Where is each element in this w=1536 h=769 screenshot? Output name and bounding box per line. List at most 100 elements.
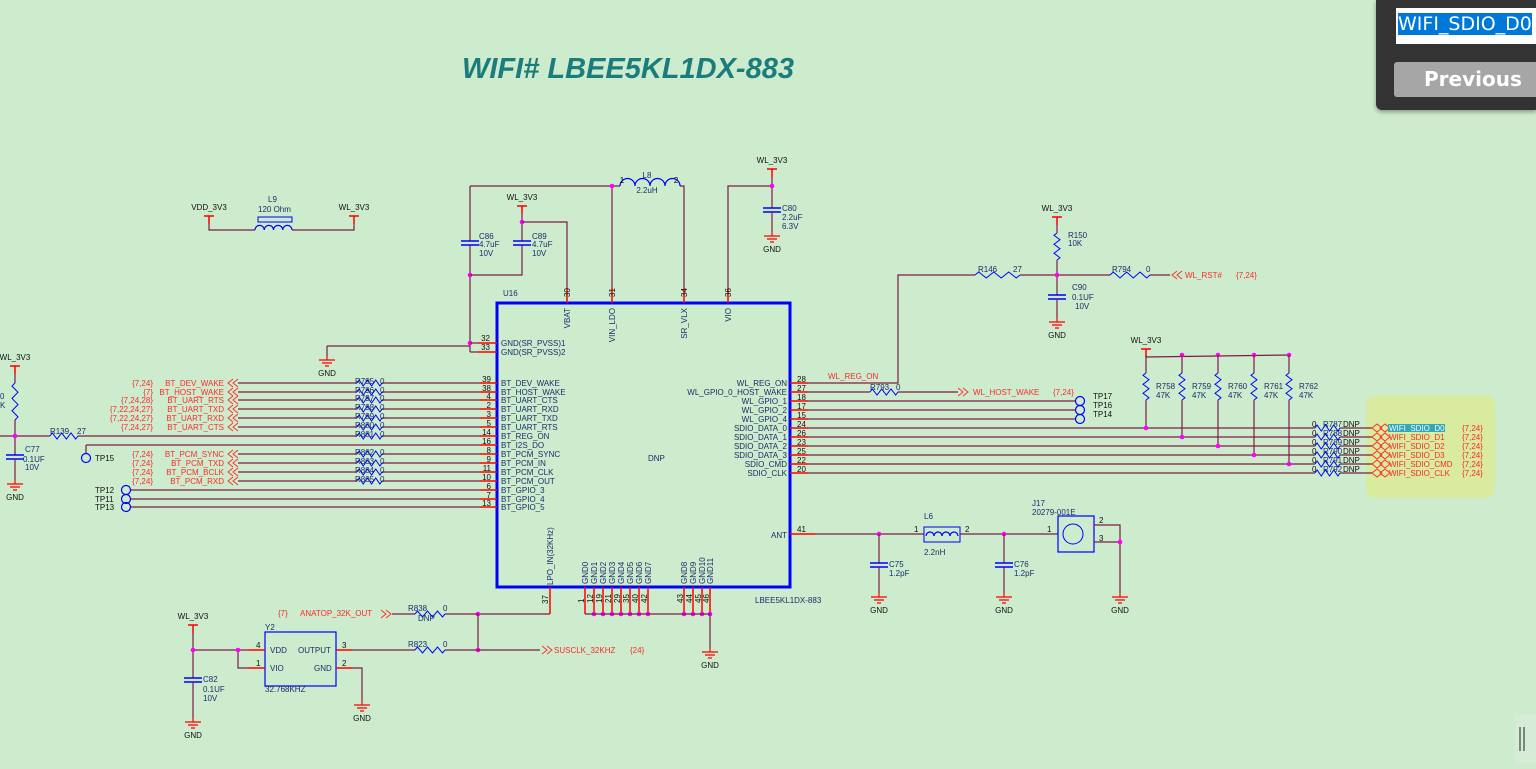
gnd-label: GND [6, 493, 24, 502]
coax-icon [1062, 523, 1084, 545]
wire [237, 650, 248, 669]
resistor-ref: R788 [1323, 429, 1343, 438]
pin-number: 1 [256, 659, 261, 668]
pin-name: SDIO_DATA_2 [734, 442, 788, 451]
l8-ref: L8 [643, 171, 652, 180]
pin-name: SDIO_DATA_1 [734, 433, 788, 442]
pin-number: 24 [797, 420, 806, 429]
resistor-value: 0 [380, 394, 385, 403]
pin-name: GND6 [635, 561, 644, 584]
search-match-highlight [1388, 424, 1445, 432]
resistor-symbol [356, 423, 383, 431]
pin-number: 2 [674, 176, 679, 185]
pin-number: 15 [797, 411, 806, 420]
gnd-label: GND [318, 369, 336, 378]
gnd-label: GND [1111, 606, 1129, 615]
resistor-symbol [1314, 469, 1341, 477]
resistor-symbol [1178, 372, 1186, 401]
pin-name: BT_PCM_IN [501, 459, 546, 468]
port-arrow-icon [541, 645, 553, 655]
resize-grip[interactable] [1515, 715, 1536, 763]
resistor-symbol [1314, 424, 1341, 432]
label-parts-c77-volt: 10V [25, 463, 40, 472]
wire [1094, 524, 1121, 593]
pin-name: GND3 [608, 561, 617, 584]
pin-name: GND1 [590, 561, 599, 584]
junction-dot [609, 183, 615, 189]
pin-number: 33 [481, 343, 490, 352]
port-arrow-icon [227, 404, 239, 414]
pin-name: BT_PCM_OUT [501, 477, 555, 486]
net-label: BT_PCM_BCLK [166, 468, 224, 477]
net-label: BT_UART_RTS [167, 396, 224, 405]
pin-name: WL_GPIO_0_HOST_WAKE [687, 388, 787, 397]
pin-number: 43 [676, 594, 685, 603]
resistor-symbol [356, 379, 383, 387]
ground-icon [319, 359, 335, 367]
resistor-ref: R790 [1323, 447, 1343, 456]
port-arrow-icon [1171, 270, 1183, 280]
junction-dot [190, 647, 196, 653]
gnd-label: GND [1048, 331, 1066, 340]
label-parts-r794-ref: R794 [1112, 265, 1132, 274]
label-parts-left_res-unit: K [0, 401, 6, 410]
label-parts-c80-volt: 6.3V [782, 222, 799, 231]
search-input[interactable]: WIFI_SDIO_D0 [1396, 8, 1536, 44]
pin-name: GND(SR_PVSS)1 [501, 339, 566, 348]
pin-name: BT_GPIO_4 [501, 495, 545, 504]
resistor-value: 0 [380, 377, 385, 386]
previous-button[interactable]: Previous [1394, 62, 1536, 97]
test-point-label: TP13 [95, 503, 115, 512]
pin-number: 29 [613, 594, 622, 603]
pin-name: GND7 [644, 561, 653, 584]
gnd-label: GND [701, 661, 719, 670]
pin-number: 28 [797, 375, 806, 384]
resistor-value: 0 [1312, 447, 1317, 456]
pin-name: ANT [771, 531, 787, 540]
label-parts-c86-volt: 10V [479, 249, 494, 258]
net-label: BT_UART_RXD [166, 414, 224, 423]
label-parts-c82-volt: 10V [203, 694, 218, 703]
test-point-icon [1074, 404, 1086, 416]
label-pullups-4-val: 47K [1299, 391, 1314, 400]
label-parts-r150-ref: R150 [1068, 231, 1088, 240]
power-port-icon [1052, 216, 1062, 225]
wire [292, 224, 355, 231]
find-panel: WIFI_SDIO_D0 Previous [1376, 0, 1536, 110]
sheet-ref: {7,24} [132, 468, 153, 477]
pin-name: BT_UART_TXD [501, 414, 558, 423]
pin-number: 23 [797, 438, 806, 447]
label-parts-y2-vio: VIO [270, 664, 284, 673]
test-point-icon [120, 484, 132, 496]
u16-ref: U16 [503, 289, 518, 298]
port-arrow-icon [227, 387, 239, 397]
sheet-ref: {7,24} [1462, 424, 1483, 433]
net-label: BT_PCM_SYNC [165, 450, 224, 459]
resistor-symbol [356, 396, 383, 404]
resistor-symbol [11, 382, 19, 421]
capacitor-symbol [461, 240, 479, 246]
power-label: VDD_3V3 [191, 203, 227, 212]
inductor-symbol [254, 224, 293, 231]
label-parts-j17-part: 20279-001E [1032, 508, 1076, 517]
net-label: BT_DEV_WAKE [165, 379, 224, 388]
resistor-ref: R802 [355, 448, 375, 457]
power-port-icon [188, 624, 198, 633]
pin-number: 37 [541, 595, 550, 604]
search-input-value[interactable]: WIFI_SDIO_D0 [1398, 13, 1532, 35]
label-pullups-2-val: 47K [1228, 391, 1243, 400]
pin-number: 14 [482, 428, 491, 437]
ground-icon [764, 235, 780, 243]
dnp-label: DNP [1343, 456, 1360, 465]
pin-number: 9 [487, 455, 492, 464]
power-label: WL_3V3 [507, 193, 538, 202]
resistor-symbol [1314, 433, 1341, 441]
junction-dot [1179, 434, 1185, 440]
resistor-ref: R805 [355, 475, 375, 484]
pin-name: SDIO_CLK [747, 469, 787, 478]
pin-name: WL_GPIO_2 [742, 406, 788, 415]
bidirectional-port-icon [1371, 450, 1391, 460]
pin-number: 11 [483, 464, 492, 473]
resistor-value: 0 [380, 386, 385, 395]
test-point-label: TP16 [1093, 401, 1113, 410]
